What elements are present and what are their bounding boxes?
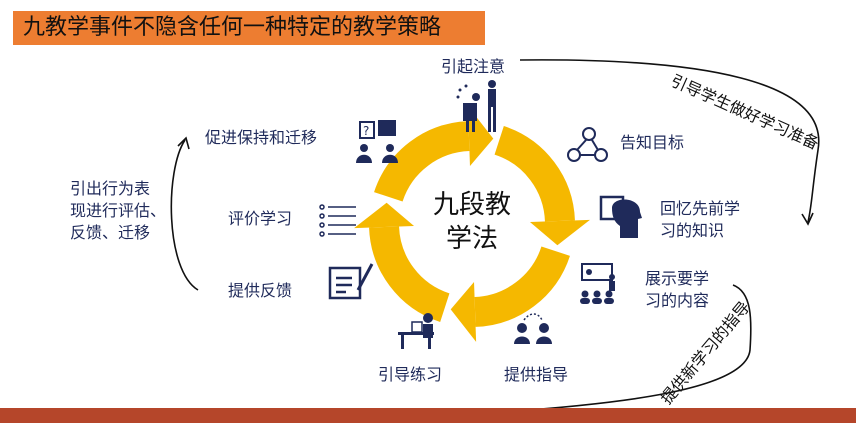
presentation-icon [580,263,615,304]
prepare-curve-arrow [519,59,820,223]
goal-network-icon [567,127,608,162]
center-title: 九段教 学法 [422,188,522,256]
event-gain-attention: 引起注意 [441,57,506,76]
checklist-icon [319,204,356,237]
center-line-1: 九段教 [432,190,511,220]
left-curve-arrow [170,139,199,291]
page-title: 九教学事件不隐含任何一种特定的教学策略 [13,11,485,45]
event-provide-guidance: 提供指导 [504,365,569,384]
label-line: 展示要学 [645,269,710,288]
cycle-arrow-segment [374,121,471,202]
cycle-arrow-segment [494,126,575,223]
bottom-bar [0,408,856,423]
question-transfer-icon: ? [356,120,398,163]
recall-head-icon [599,195,642,238]
event-elicit-practice: 引导练习 [378,365,443,384]
cycle-arrowhead [450,281,477,342]
event-assess-learning: 评价学习 [228,209,293,228]
guidance-icon [514,313,552,344]
left-arrowhead [177,136,190,150]
label-line: 现进行评估、 [70,201,167,220]
event-inform-objectives: 告知目标 [620,133,685,152]
practice-desk-icon [398,313,434,349]
label-line: 引出行为表 [70,179,151,198]
cycle-arrow-segment [369,225,450,322]
event-retention-transfer: 促进保持和迁移 [205,128,318,147]
cycle-arrowhead [529,219,590,246]
center-line-2: 学法 [445,224,498,254]
event-provide-feedback: 提供反馈 [228,281,293,300]
svg-text:?: ? [363,124,369,138]
prepare-arrowhead [801,212,814,226]
feedback-document-icon [328,263,374,300]
attention-icon [456,80,496,132]
cycle-arrow-segment [473,246,570,327]
label-line: 习的知识 [660,221,725,240]
new-learning-curve-arrow [469,284,752,415]
cycle-ring [354,106,590,342]
event-recall-prior-knowledge: 回忆先前学 习的知识 [660,198,740,242]
left-annotation: 引出行为表 现进行评估、 反馈、迁移 [70,178,166,244]
label-line: 反馈、迁移 [70,223,151,242]
label-line: 回忆先前学 [660,199,741,218]
label-line: 习的内容 [645,291,710,310]
cycle-arrowhead [354,202,415,229]
event-present-content: 展示要学 习的内容 [645,268,709,312]
